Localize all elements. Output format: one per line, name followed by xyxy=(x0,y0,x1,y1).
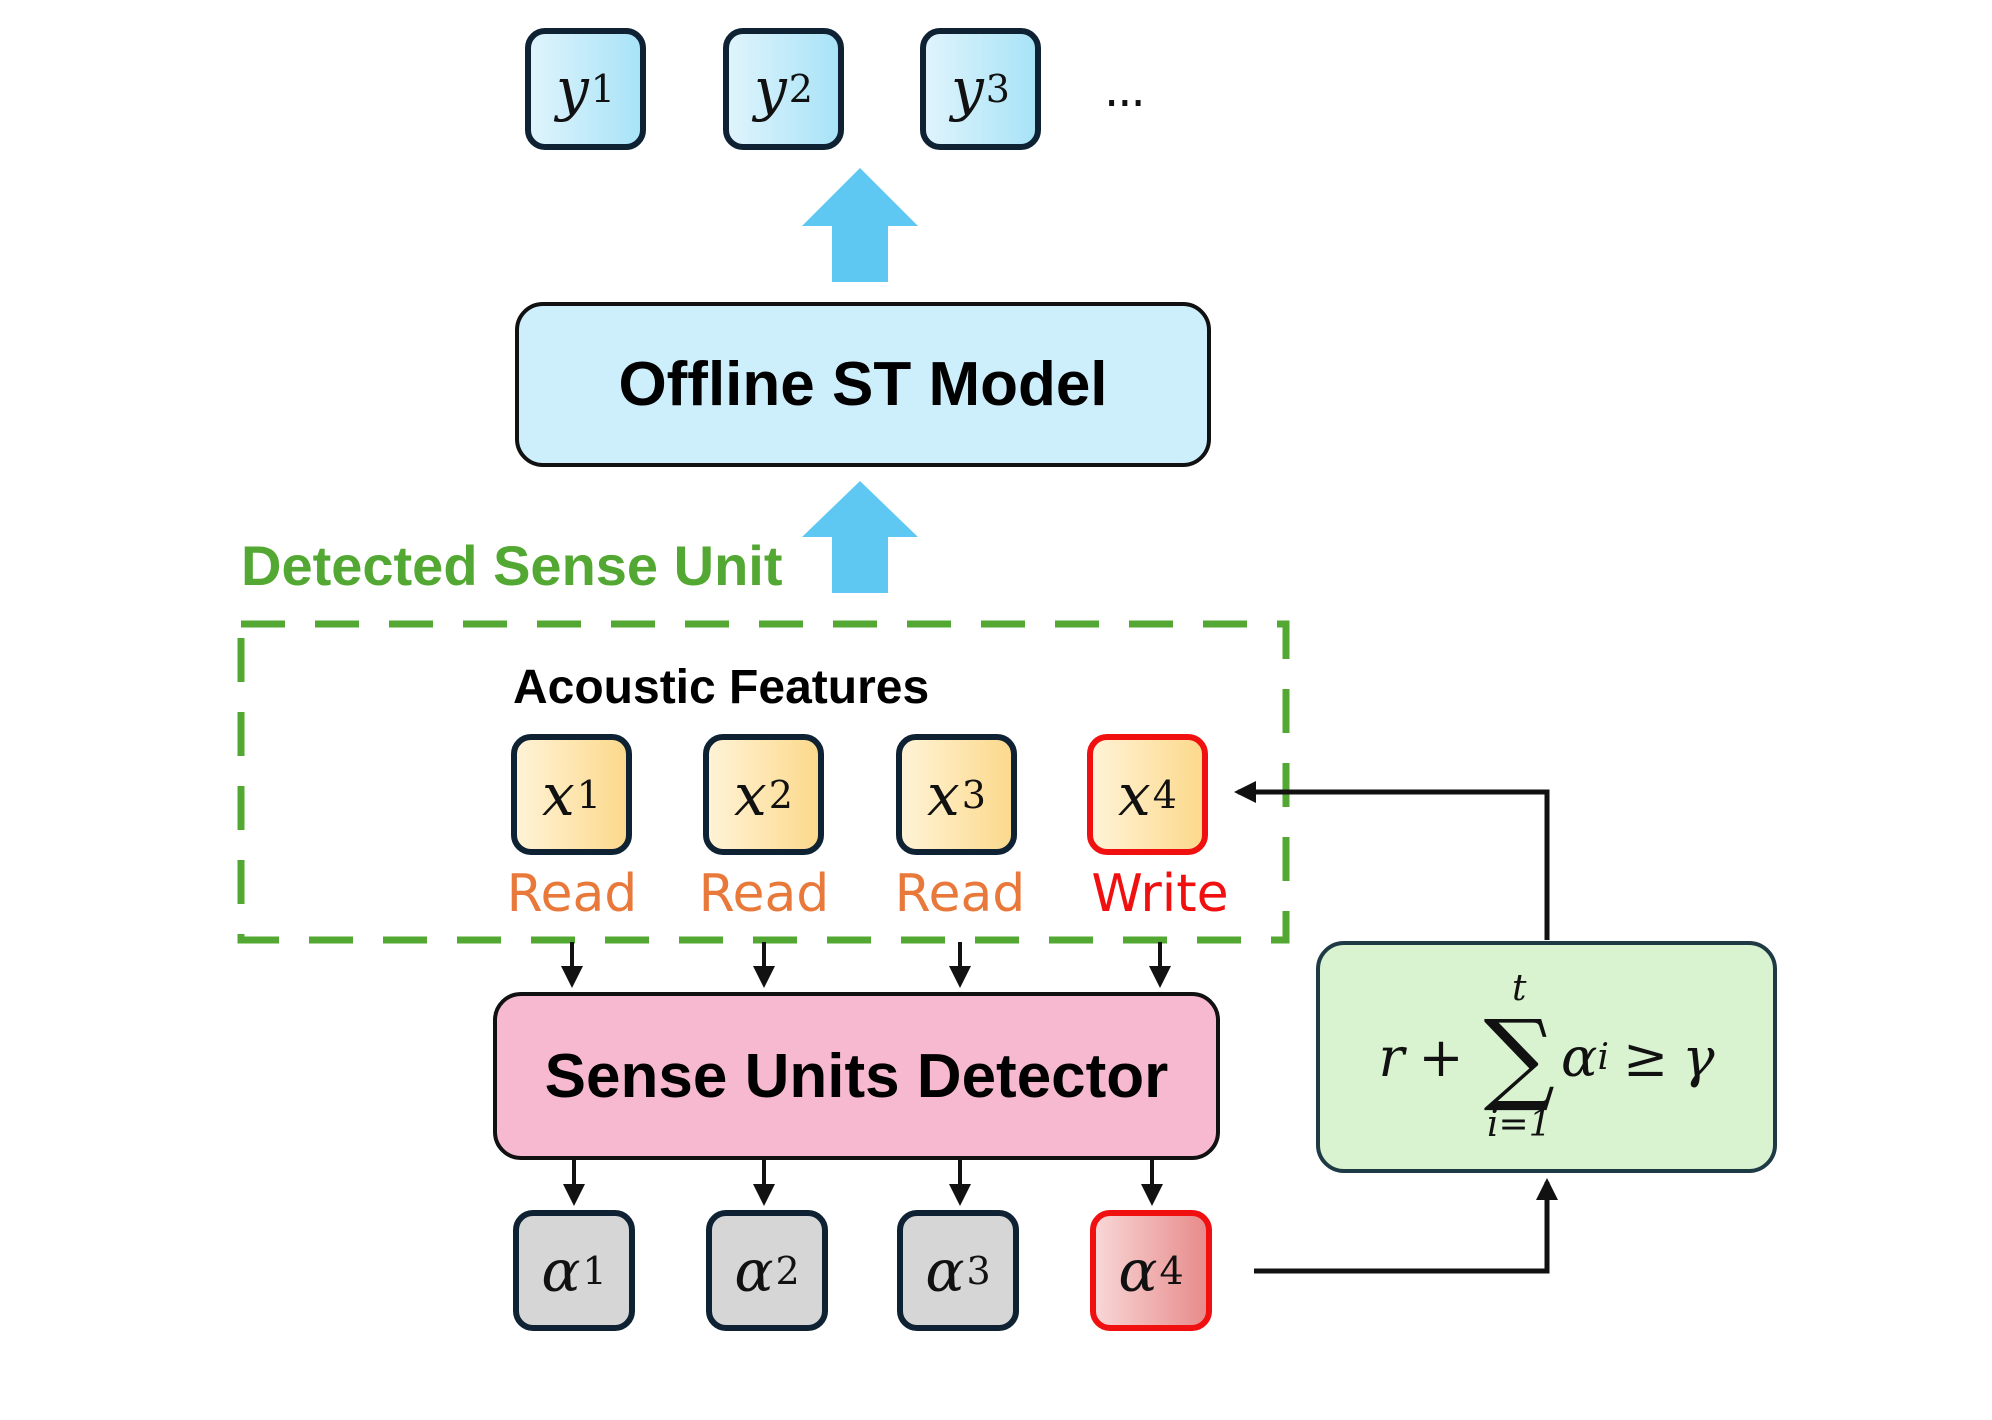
formula-gamma: γ xyxy=(1682,1025,1715,1089)
token-sub: 2 xyxy=(768,772,793,817)
up-arrow-to-outputs xyxy=(802,168,918,282)
token-var: x xyxy=(927,760,960,829)
arrow-formula-to-x4 xyxy=(1234,781,1550,940)
formula-summation: t ∑ i=1 xyxy=(1484,971,1555,1143)
token-var: y xyxy=(754,55,787,123)
formula-alpha-sub: i xyxy=(1597,1036,1609,1078)
formula-lower-limit: i=1 xyxy=(1486,1104,1552,1145)
sense-units-detector-label: Sense Units Detector xyxy=(544,1041,1169,1111)
token-sub: 4 xyxy=(1152,772,1177,817)
action-label-write-4: Write xyxy=(1091,864,1229,924)
token-sub: 2 xyxy=(775,1248,800,1293)
token-sub: 1 xyxy=(590,67,615,111)
detected-sense-unit-label: Detected Sense Unit xyxy=(241,534,783,597)
formula-alpha: α xyxy=(1560,1025,1598,1089)
token-sub: 1 xyxy=(582,1248,607,1293)
token-var: y xyxy=(556,55,589,123)
output-ellipsis: ... xyxy=(1104,62,1146,118)
token-sub: 4 xyxy=(1159,1248,1184,1293)
formula-geq: ≥ xyxy=(1622,1025,1669,1089)
token-var: x xyxy=(734,760,767,829)
action-label-read-3: Read xyxy=(894,864,1026,924)
up-arrow-to-offline-model xyxy=(802,481,918,593)
offline-st-model-label: Offline ST Model xyxy=(618,350,1108,419)
token-var: x xyxy=(542,760,575,829)
token-sub: 1 xyxy=(576,772,601,817)
arrows-out-of-detector xyxy=(563,1160,1163,1206)
offline-st-model-box: Offline ST Model xyxy=(515,302,1211,467)
token-var: x xyxy=(1118,760,1151,829)
token-sub: 2 xyxy=(788,67,813,111)
acoustic-features-label: Acoustic Features xyxy=(513,661,930,714)
formula-sigma: ∑ xyxy=(1483,998,1555,1115)
token-var: α xyxy=(541,1236,581,1305)
token-var: y xyxy=(951,55,984,123)
arrows-into-detector xyxy=(561,942,1171,988)
token-var: α xyxy=(925,1236,965,1305)
arrow-alpha-to-formula xyxy=(1254,1178,1558,1274)
formula-plus: + xyxy=(1418,1025,1464,1089)
detected-sense-unit-box xyxy=(237,620,1290,944)
token-var: α xyxy=(734,1236,774,1305)
sense-units-detector-box: Sense Units Detector xyxy=(493,992,1220,1160)
token-sub: 3 xyxy=(985,67,1010,111)
formula-r: r xyxy=(1378,1025,1405,1089)
formula-upper-limit: t xyxy=(1512,968,1527,1009)
token-var: α xyxy=(1118,1236,1158,1305)
action-label-read-1: Read xyxy=(506,864,638,924)
token-sub: 3 xyxy=(966,1248,991,1293)
action-label-read-2: Read xyxy=(698,864,830,924)
token-sub: 3 xyxy=(961,772,986,817)
